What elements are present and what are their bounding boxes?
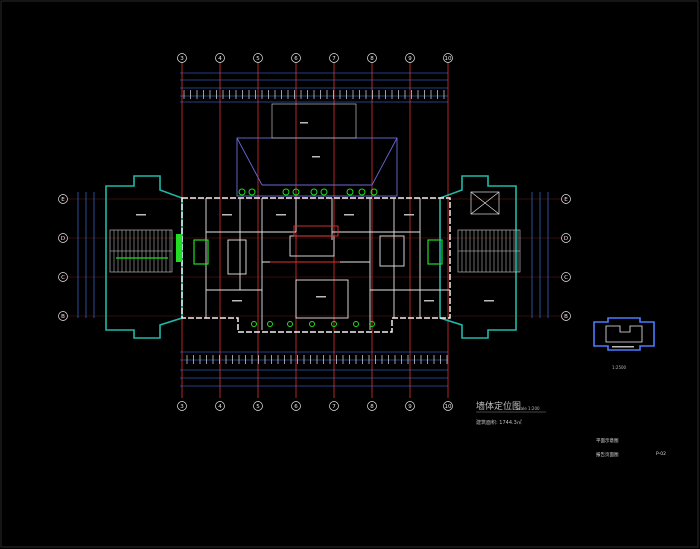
- axis-bubble-bottom: [177, 401, 187, 411]
- axis-bubble-top: [215, 53, 225, 63]
- axis-bubble-right: [561, 233, 571, 243]
- label-plan-diagram: 平面示意图: [596, 437, 619, 444]
- keyplan-scale: 1:2500: [612, 365, 627, 370]
- axis-label-left: C: [61, 275, 65, 281]
- tree-icon: [251, 321, 257, 327]
- main-building-walls: [181, 197, 451, 333]
- axis-bubble-bottom: [253, 401, 263, 411]
- page-number: P-02: [656, 451, 666, 457]
- bottom-dimension-band: [180, 351, 448, 387]
- axis-bubble-left: [58, 233, 68, 243]
- axis-label-bottom: 5: [256, 404, 260, 410]
- tree-icon: [358, 188, 366, 196]
- tree-icon: [310, 188, 318, 196]
- green-elevator-cores: [116, 234, 443, 265]
- axis-label-top: 8: [370, 56, 374, 62]
- axis-bubble-top: [177, 53, 187, 63]
- axis-bubble-right: [561, 272, 571, 282]
- axis-bubble-bottom: [367, 401, 377, 411]
- scale-note: Scale 1:200: [516, 406, 540, 411]
- corridor-highlight: [270, 225, 340, 263]
- axis-label-bottom: 6: [294, 404, 298, 410]
- axis-bubble-left: [58, 272, 68, 282]
- axis-label-bottom: 9: [408, 404, 412, 410]
- upper-roof: [271, 103, 357, 139]
- axis-label-left: E: [61, 197, 65, 203]
- bottom-dimension-ticks: [186, 355, 448, 364]
- axis-label-bottom: 3: [180, 404, 184, 410]
- axis-label-top: 6: [294, 56, 298, 62]
- right-stair: [457, 229, 521, 273]
- left-stair-steps: [113, 230, 171, 272]
- axis-label-right: B: [564, 314, 568, 320]
- axis-bubble-bottom: [405, 401, 415, 411]
- right-stair-steps: [461, 230, 519, 272]
- top-dimension-band: [180, 72, 448, 103]
- axis-label-top: 4: [218, 56, 222, 62]
- axis-label-bottom: 4: [218, 404, 222, 410]
- interior-partitions: [205, 198, 450, 330]
- tree-icon: [346, 188, 354, 196]
- tree-icon: [369, 321, 375, 327]
- axis-label-bottom: 7: [332, 404, 336, 410]
- axis-bubble-top: [367, 53, 377, 63]
- landscape-trees: [238, 188, 378, 327]
- axis-bubble-left: [58, 311, 68, 321]
- axis-bubble-bottom: [291, 401, 301, 411]
- axis-bubble-bottom: [329, 401, 339, 411]
- axis-label-bottom: 10: [445, 404, 452, 410]
- axis-label-top: 7: [332, 56, 336, 62]
- axis-bubble-top: [291, 53, 301, 63]
- axis-label-top: 9: [408, 56, 412, 62]
- tree-icon: [248, 188, 256, 196]
- left-stair: [109, 229, 173, 273]
- room-label-marks: [136, 122, 494, 302]
- axis-bubble-left: [58, 194, 68, 204]
- axis-bubble-top: [253, 53, 263, 63]
- tree-icon: [331, 321, 337, 327]
- axis-bubble-top: [329, 53, 339, 63]
- axis-bubble-bottom: [215, 401, 225, 411]
- tree-icon: [309, 321, 315, 327]
- tree-icon: [353, 321, 359, 327]
- left-dimension-band: [77, 192, 95, 318]
- axis-bubble-right: [561, 194, 571, 204]
- axis-bubble-top: [405, 53, 415, 63]
- tree-icon: [267, 321, 273, 327]
- left-wing-outline: [105, 175, 183, 339]
- label-report: 报告页面图: [596, 451, 619, 458]
- axis-bubble-bottom: [443, 401, 453, 411]
- axis-label-top: 10: [445, 56, 452, 62]
- key-plan: [593, 317, 655, 351]
- equipment-box: [470, 191, 500, 215]
- drawing-title: 墙体定位图: [476, 400, 521, 412]
- tree-icon: [287, 321, 293, 327]
- axis-bubble-right: [561, 311, 571, 321]
- tree-icon: [320, 188, 328, 196]
- axis-bubble-top: [443, 53, 453, 63]
- vertical-axis-lines: [181, 62, 449, 398]
- horizontal-axis-lines: [60, 198, 566, 317]
- right-dimension-band: [531, 192, 549, 318]
- axis-label-top: 5: [256, 56, 260, 62]
- axis-label-right: E: [564, 197, 568, 203]
- roof-projection: [236, 137, 398, 197]
- axis-label-left: B: [61, 314, 65, 320]
- tree-icon: [370, 188, 378, 196]
- tree-icon: [238, 188, 246, 196]
- tree-icon: [292, 188, 300, 196]
- axis-label-bottom: 8: [370, 404, 374, 410]
- axis-label-left: D: [61, 236, 65, 242]
- area-note: 建筑面积: 1744.3㎡: [476, 419, 522, 426]
- axis-label-top: 3: [180, 56, 184, 62]
- axis-label-right: C: [564, 275, 568, 281]
- top-dimension-ticks: [183, 90, 445, 99]
- tree-icon: [282, 188, 290, 196]
- axis-label-right: D: [564, 236, 568, 242]
